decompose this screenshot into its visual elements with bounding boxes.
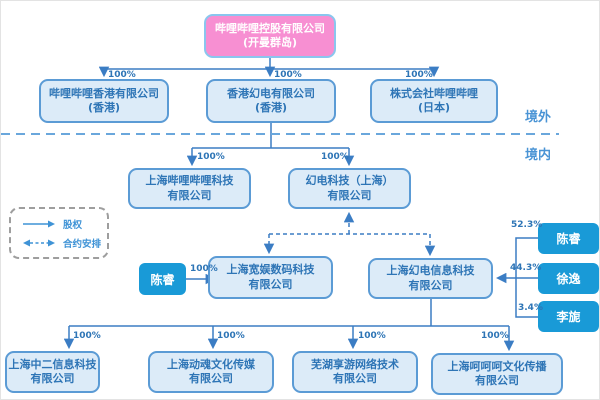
connector-top-trunk bbox=[104, 58, 434, 70]
company-location: (日本) bbox=[417, 101, 451, 114]
node-huandian-hk: 香港幻电有限公司 (香港) bbox=[206, 79, 336, 123]
region-label-overseas: 境外 bbox=[525, 110, 552, 125]
connector-bottom-trunk bbox=[69, 299, 509, 327]
ownership-label: 100% bbox=[358, 331, 386, 341]
person-chen-rui: 陈睿 bbox=[538, 223, 599, 254]
ownership-label: 100% bbox=[321, 152, 349, 162]
company-name: 上海哔哩哔哩科技 bbox=[145, 174, 234, 188]
legend-contract-label: 合约安排 bbox=[63, 238, 102, 250]
company-name: 哔哩哔哩控股有限公司 bbox=[215, 21, 325, 35]
company-name: 幻电科技（上海） bbox=[305, 174, 394, 188]
node-huandian-tech-sh: 幻电科技（上海） 有限公司 bbox=[288, 168, 411, 209]
person-chenrui-left: 陈睿 bbox=[139, 263, 186, 295]
ownership-label: 100% bbox=[197, 152, 225, 162]
region-label-domestic: 境内 bbox=[525, 148, 552, 163]
legend-contract-row: 合约安排 bbox=[21, 236, 107, 250]
ownership-label-xuyi: 44.3% bbox=[510, 263, 542, 273]
company-suffix: 有限公司 bbox=[189, 372, 233, 385]
ownership-label-chenrui: 52.3% bbox=[511, 220, 543, 230]
company-suffix: 有限公司 bbox=[167, 188, 212, 202]
equity-arrow-icon bbox=[23, 220, 55, 227]
company-name: 香港幻电有限公司 bbox=[227, 86, 315, 100]
company-suffix: 有限公司 bbox=[475, 374, 519, 387]
ownership-label: 100% bbox=[274, 70, 302, 80]
node-wuhu-xiangyou: 芜湖享游网络技术 有限公司 bbox=[292, 351, 418, 393]
connector-row3-trunk bbox=[192, 123, 349, 149]
company-name: 芜湖享游网络技术 bbox=[311, 357, 399, 371]
company-name: 哔哩哔哩香港有限公司 bbox=[49, 86, 159, 100]
ownership-label: 100% bbox=[217, 331, 245, 341]
company-suffix: 有限公司 bbox=[248, 277, 293, 291]
company-name: 株式会社哔哩哔哩 bbox=[390, 86, 478, 100]
company-suffix: 有限公司 bbox=[333, 372, 377, 385]
company-location: (香港) bbox=[254, 101, 288, 114]
company-name: 上海动魂文化传媒 bbox=[167, 357, 255, 371]
node-holding-company: 哔哩哔哩控股有限公司 (开曼群岛) bbox=[204, 14, 336, 58]
node-bilibili-hk: 哔哩哔哩香港有限公司 (香港) bbox=[39, 79, 169, 123]
company-name: 上海中二信息科技 bbox=[8, 357, 97, 371]
ownership-label: 100% bbox=[73, 331, 101, 341]
company-location: (香港) bbox=[87, 101, 121, 114]
company-suffix: 有限公司 bbox=[30, 372, 75, 385]
person-li-ni: 李旎 bbox=[538, 301, 599, 332]
ownership-label: 100% bbox=[405, 70, 433, 80]
legend-equity-label: 股权 bbox=[63, 219, 83, 231]
node-bilibili-jp: 株式会社哔哩哔哩 (日本) bbox=[370, 79, 498, 123]
person-xu-yi: 徐逸 bbox=[538, 263, 599, 294]
company-name: 上海呵呵呵文化传播 bbox=[447, 359, 547, 373]
company-suffix: 有限公司 bbox=[408, 278, 453, 292]
node-sh-hehehe: 上海呵呵呵文化传播 有限公司 bbox=[431, 353, 563, 395]
node-sh-donghun: 上海动魂文化传媒 有限公司 bbox=[148, 351, 274, 393]
node-sh-kuanyu: 上海宽娱数码科技 有限公司 bbox=[208, 256, 333, 299]
node-sh-zhonger: 上海中二信息科技 有限公司 bbox=[5, 351, 100, 393]
ownership-label: 100% bbox=[108, 70, 136, 80]
company-name: 上海宽娱数码科技 bbox=[226, 263, 315, 277]
company-location: (开曼群岛) bbox=[242, 36, 298, 49]
legend-equity-row: 股权 bbox=[21, 217, 107, 231]
node-sh-huandian-info: 上海幻电信息科技 有限公司 bbox=[368, 258, 493, 299]
legend: 股权 合约安排 bbox=[9, 207, 109, 259]
company-suffix: 有限公司 bbox=[327, 188, 372, 202]
ownership-label: 100% bbox=[481, 331, 509, 341]
ownership-label-lini: 3.4% bbox=[518, 303, 543, 313]
company-name: 上海幻电信息科技 bbox=[386, 264, 475, 278]
ownership-label: 100% bbox=[190, 264, 218, 274]
contract-arrow-icon bbox=[23, 239, 55, 246]
node-sh-bilibili-tech: 上海哔哩哔哩科技 有限公司 bbox=[128, 168, 251, 209]
